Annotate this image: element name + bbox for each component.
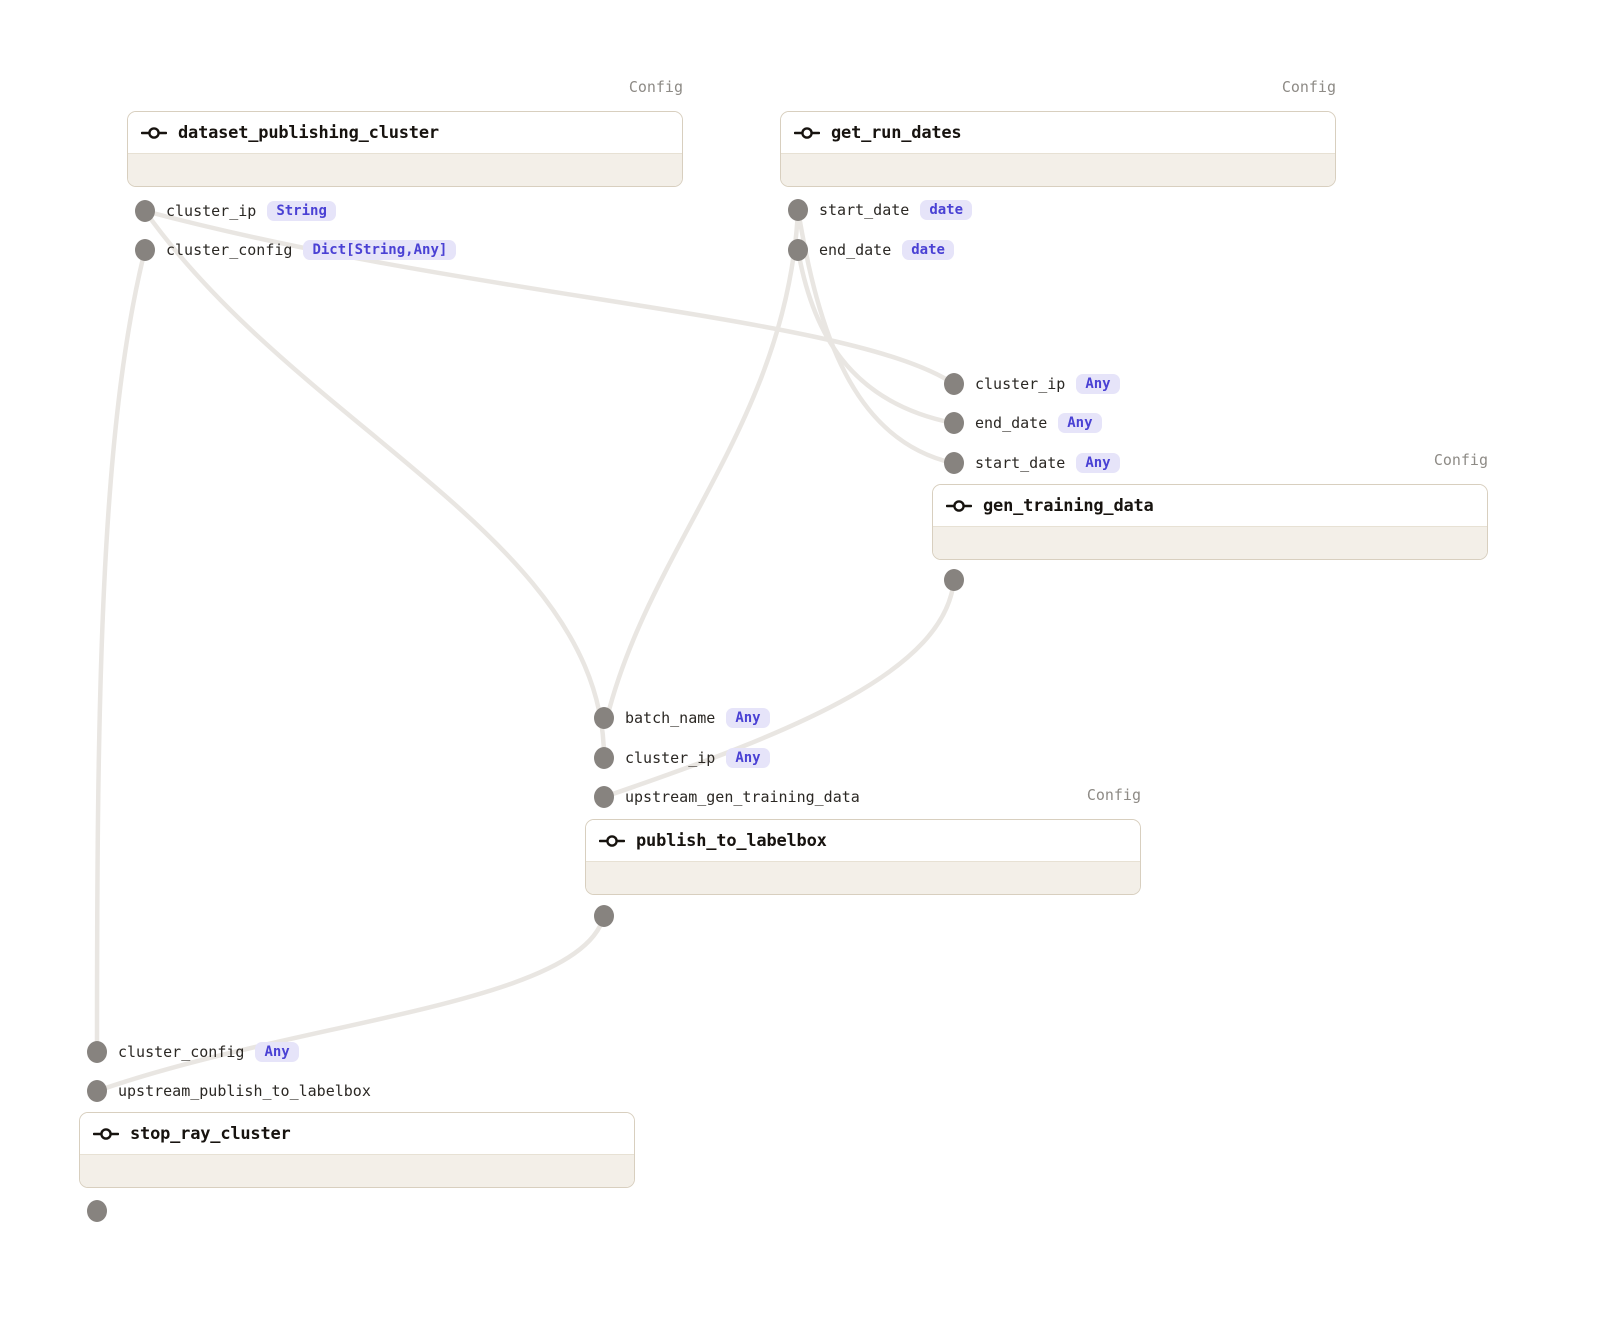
output-port-end_date[interactable]: end_date date [788, 238, 954, 262]
op-node-title: publish_to_labelbox [636, 830, 827, 851]
edge-dataset-cluster_ip-to-publish-cluster_ip [142, 208, 607, 761]
type-badge: date [920, 200, 973, 220]
op-icon [93, 1127, 119, 1140]
input-port-upstream_gen_training_data[interactable]: upstream_gen_training_data [594, 785, 860, 809]
port-label: cluster_ip [625, 749, 716, 767]
port-dot[interactable] [788, 199, 808, 221]
op-node-body [586, 861, 1140, 894]
edge-getrundates-start_date-to-gen-start_date [795, 207, 956, 466]
op-node-dataset_publishing_cluster[interactable]: dataset_publishing_cluster [127, 111, 683, 187]
op-node-body [128, 153, 682, 186]
port-label: end_date [819, 241, 892, 259]
input-port-cluster_ip[interactable]: cluster_ip Any [594, 746, 770, 770]
port-dot[interactable] [135, 239, 155, 261]
edge-getrundates-start_date-to-publish-batch_name [604, 207, 801, 721]
type-badge: Any [1076, 453, 1120, 473]
input-port-start_date[interactable]: start_date Any [944, 451, 1120, 475]
type-badge: Dict[String,Any] [303, 240, 457, 260]
op-node-header[interactable]: gen_training_data [933, 485, 1487, 526]
op-node-header[interactable]: publish_to_labelbox [586, 820, 1140, 861]
port-dot[interactable] [944, 412, 964, 434]
port-dot[interactable] [594, 786, 614, 808]
port-label: cluster_ip [975, 375, 1066, 393]
op-node-body [781, 153, 1335, 186]
op-node-publish_to_labelbox[interactable]: publish_to_labelbox [585, 819, 1141, 895]
type-badge: String [267, 201, 336, 221]
port-dot[interactable] [135, 200, 155, 222]
port-label: end_date [975, 414, 1048, 432]
port-dot[interactable] [594, 707, 614, 729]
port-label: start_date [975, 454, 1066, 472]
port-dot[interactable] [944, 452, 964, 474]
port-dot[interactable] [87, 1041, 107, 1063]
input-port-upstream_publish_to_labelbox[interactable]: upstream_publish_to_labelbox [87, 1079, 371, 1103]
port-label: cluster_config [118, 1043, 245, 1061]
type-badge: Any [1076, 374, 1120, 394]
port-label: batch_name [625, 709, 716, 727]
input-port-cluster_config[interactable]: cluster_config Any [87, 1040, 299, 1064]
output-port-dot[interactable] [944, 569, 964, 591]
type-badge: Any [1058, 413, 1102, 433]
op-node-title: stop_ray_cluster [130, 1123, 291, 1144]
op-icon [794, 126, 820, 139]
input-port-end_date[interactable]: end_date Any [944, 411, 1102, 435]
op-node-header[interactable]: dataset_publishing_cluster [128, 112, 682, 153]
port-label: start_date [819, 201, 910, 219]
op-node-body [933, 526, 1487, 559]
config-tag: Config [628, 78, 683, 96]
port-label: upstream_publish_to_labelbox [118, 1082, 371, 1100]
input-port-cluster_ip[interactable]: cluster_ip Any [944, 372, 1120, 396]
config-tag: Config [1433, 451, 1488, 469]
op-node-header[interactable]: get_run_dates [781, 112, 1335, 153]
config-tag: Config [1281, 78, 1336, 96]
op-node-title: gen_training_data [983, 495, 1154, 516]
port-dot[interactable] [87, 1080, 107, 1102]
op-node-title: get_run_dates [831, 122, 962, 143]
output-port-dot[interactable] [87, 1200, 107, 1222]
edge-gen-out-to-publish-upstream_gen_training_data [601, 577, 957, 800]
port-label: cluster_config [166, 241, 293, 259]
port-dot[interactable] [788, 239, 808, 261]
config-tag: Config [1086, 786, 1141, 804]
op-node-get_run_dates[interactable]: get_run_dates [780, 111, 1336, 187]
edge-publish-out-to-stop-upstream_publish_to_labelbox [94, 913, 607, 1094]
type-badge: date [902, 240, 954, 260]
op-node-gen_training_data[interactable]: gen_training_data [932, 484, 1488, 560]
op-node-body [80, 1154, 634, 1187]
edge-dataset-cluster_config-to-stop-cluster_config [94, 247, 148, 1055]
type-badge: Any [255, 1042, 299, 1062]
type-badge: Any [726, 748, 770, 768]
input-port-batch_name[interactable]: batch_name Any [594, 706, 770, 730]
edge-dataset-cluster_ip-to-gen-cluster_ip [142, 208, 957, 387]
output-port-cluster_config[interactable]: cluster_config Dict[String,Any] [135, 238, 457, 262]
port-label: upstream_gen_training_data [625, 788, 860, 806]
port-dot[interactable] [594, 747, 614, 769]
op-node-title: dataset_publishing_cluster [178, 122, 439, 143]
type-badge: Any [726, 708, 770, 728]
port-label: cluster_ip [166, 202, 257, 220]
op-icon [141, 126, 167, 139]
output-port-dot[interactable] [594, 905, 614, 927]
op-icon [599, 834, 625, 847]
op-icon [946, 499, 972, 512]
output-port-cluster_ip[interactable]: cluster_ip String [135, 199, 336, 223]
op-node-header[interactable]: stop_ray_cluster [80, 1113, 634, 1154]
output-port-start_date[interactable]: start_date date [788, 198, 973, 222]
port-dot[interactable] [944, 373, 964, 395]
edge-getrundates-end_date-to-gen-end_date [795, 247, 956, 426]
op-node-stop_ray_cluster[interactable]: stop_ray_cluster [79, 1112, 635, 1188]
